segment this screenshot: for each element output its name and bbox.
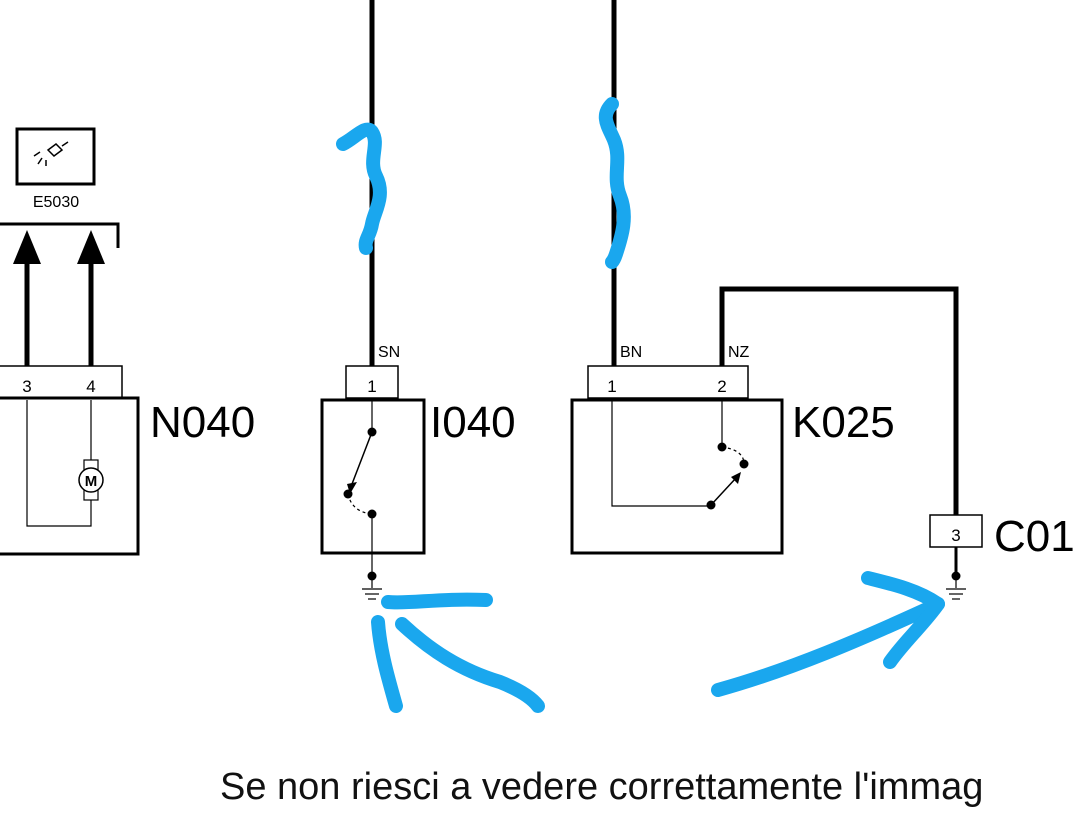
lamp-code-label: E5030 xyxy=(33,194,79,211)
relay-body xyxy=(570,398,784,555)
relay-pin-b-label: 2 xyxy=(717,377,726,396)
arrow-stroke-right-a xyxy=(711,597,945,697)
motor-pin-b-label: 4 xyxy=(86,377,95,396)
squiggle-wire-bn xyxy=(598,97,631,269)
relay-pin-strip xyxy=(587,365,749,399)
motor-component-n040: 3 4 M N040 xyxy=(0,365,255,556)
ground-icon xyxy=(946,580,966,600)
relay-component-k025: BN NZ 1 2 K025 xyxy=(570,0,959,555)
arrow-stroke-left-c xyxy=(395,617,545,713)
lamp-box xyxy=(15,127,96,186)
arrow-stroke-right-b xyxy=(861,571,945,669)
wire-nz-label: NZ xyxy=(728,344,750,361)
arrow-stroke-left-a xyxy=(381,592,493,610)
relay-pin-a-label: 1 xyxy=(607,377,616,396)
switch-body xyxy=(320,398,426,555)
arrow-stroke-left-b xyxy=(371,615,403,713)
hand-annotations xyxy=(336,97,945,713)
motor-pin-strip xyxy=(0,365,123,399)
relay-arrow-icon xyxy=(731,472,741,484)
arrow-up-icon xyxy=(13,230,41,264)
switch-component-i040: SN 1 I040 xyxy=(320,0,516,600)
connector-pin-box xyxy=(929,514,983,548)
motor-symbol: M xyxy=(85,473,98,490)
lamp-icon xyxy=(33,141,69,166)
caption-text: Se non riesci a vedere correttamente l'i… xyxy=(220,766,984,808)
motor-icon xyxy=(78,467,104,493)
connector-pin-label: 3 xyxy=(951,526,960,545)
lamp-component-e5030: E5030 xyxy=(0,127,120,248)
lamp-bracket xyxy=(0,222,120,248)
connector-component-c01: 3 C01 xyxy=(929,512,1075,600)
connector-code-label: C01 xyxy=(994,512,1075,561)
switch-code-label: I040 xyxy=(430,398,516,447)
motor-pin-a-label: 3 xyxy=(22,377,31,396)
switch-pin-label: 1 xyxy=(367,377,376,396)
wire-sn-label: SN xyxy=(378,344,400,361)
arrow-wires-left xyxy=(13,230,105,366)
ground-icon xyxy=(362,580,382,600)
arrow-up-icon xyxy=(77,230,105,264)
motor-code-label: N040 xyxy=(150,398,255,447)
wire-nz xyxy=(719,286,959,515)
squiggle-wire-sn xyxy=(336,122,387,255)
switch-pin-box xyxy=(345,365,399,399)
motor-body xyxy=(0,396,140,556)
wire-bn-label: BN xyxy=(620,344,642,361)
relay-code-label: K025 xyxy=(792,398,895,447)
